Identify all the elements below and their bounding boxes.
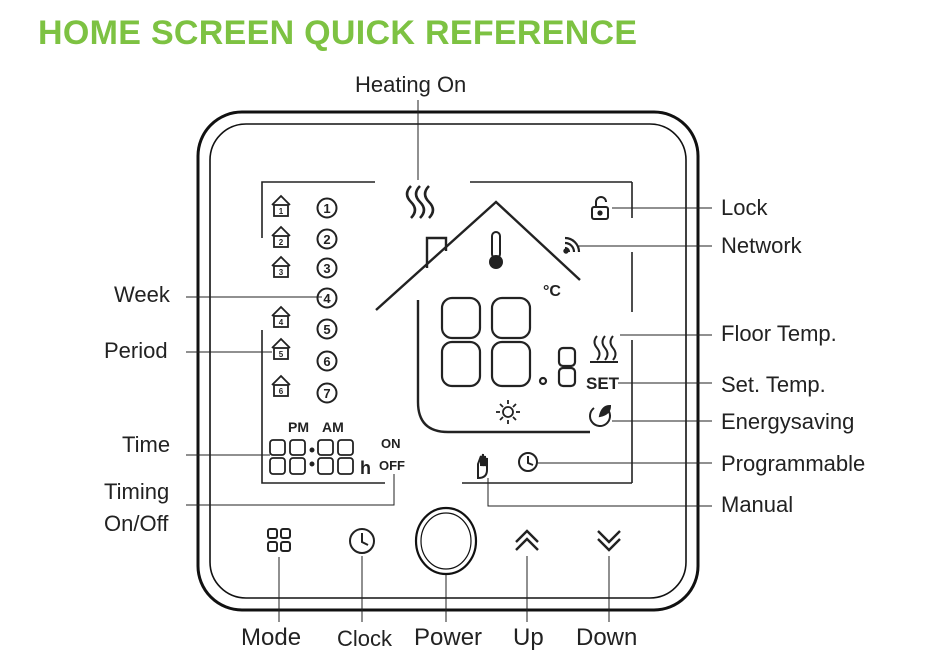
programmable-clock-icon	[518, 452, 538, 472]
label-programmable: Programmable	[721, 451, 866, 476]
period-3-icon: 3	[271, 255, 291, 278]
svg-text:4: 4	[323, 291, 331, 306]
set-label: SET	[586, 374, 620, 393]
up-button[interactable]	[515, 529, 539, 551]
label-time: Time	[122, 432, 171, 457]
manual-hand-icon	[477, 453, 488, 480]
thermometer-icon	[489, 231, 503, 269]
sun-icon	[496, 400, 520, 424]
label-clock: Clock	[337, 626, 393, 651]
period-5-icon: 5	[271, 337, 291, 360]
pm-label: PM	[288, 419, 309, 435]
label-set-temp: Set. Temp.	[721, 372, 826, 397]
am-label: AM	[322, 419, 344, 435]
power-button[interactable]	[414, 506, 478, 576]
day-3-icon: 3	[316, 257, 338, 279]
label-up: Up	[513, 624, 544, 651]
label-week: Week	[114, 282, 170, 307]
label-heating-on: Heating On	[355, 72, 467, 97]
device-outer-frame	[196, 110, 700, 612]
mode-button[interactable]	[267, 528, 291, 552]
heating-waves-icon	[405, 185, 435, 219]
svg-text:5: 5	[323, 322, 330, 337]
lock-icon	[591, 196, 609, 220]
lcd-frame	[261, 181, 633, 484]
day-number-list: 1 2 3 4 5 6 7	[316, 197, 338, 404]
clock-button[interactable]	[349, 528, 375, 554]
page-title: HOME SCREEN QUICK REFERENCE	[38, 14, 638, 52]
label-period: Period	[104, 338, 168, 363]
svg-text:4: 4	[279, 318, 284, 327]
day-2-icon: 2	[316, 228, 338, 250]
label-timing-line2: On/Off	[104, 511, 169, 536]
svg-text:3: 3	[279, 268, 284, 277]
label-down: Down	[576, 624, 638, 651]
label-timing-line1: Timing	[104, 479, 170, 504]
celsius-label: °C	[543, 283, 561, 300]
label-floor-temp: Floor Temp.	[721, 321, 837, 346]
down-button[interactable]	[597, 530, 621, 552]
label-lock: Lock	[721, 195, 768, 220]
svg-text:5: 5	[279, 350, 284, 359]
floor-heat-icon	[590, 335, 618, 363]
label-energysaving: Energysaving	[721, 409, 855, 434]
day-7-icon: 7	[316, 382, 338, 404]
on-label: ON	[381, 436, 401, 451]
svg-text:2: 2	[279, 238, 284, 247]
label-manual: Manual	[721, 492, 794, 517]
energysaving-icon	[589, 404, 612, 427]
label-mode: Mode	[241, 624, 302, 651]
house-outline-icon	[375, 200, 590, 434]
label-power: Power	[414, 624, 483, 651]
hour-unit: h	[360, 458, 371, 478]
label-network: Network	[721, 233, 802, 258]
day-4-icon: 4	[316, 287, 338, 309]
svg-text:1: 1	[279, 207, 284, 216]
day-5-icon: 5	[316, 318, 338, 340]
device-inner-frame	[209, 123, 687, 599]
svg-text:3: 3	[323, 261, 330, 276]
svg-text:1: 1	[323, 201, 330, 216]
temperature-digits	[440, 296, 577, 388]
svg-text:7: 7	[323, 386, 330, 401]
period-6-icon: 6	[271, 374, 291, 397]
svg-text:2: 2	[323, 232, 330, 247]
period-2-icon: 2	[271, 225, 291, 248]
svg-text:6: 6	[323, 354, 330, 369]
day-1-icon: 1	[316, 197, 338, 219]
network-icon	[563, 236, 581, 254]
period-4-icon: 4	[271, 305, 291, 328]
period-icon-list: 1 2 3 4 5 6	[271, 194, 291, 397]
time-digits	[269, 439, 354, 475]
off-label: OFF	[379, 458, 405, 473]
svg-text:6: 6	[279, 387, 284, 396]
leader-lines	[186, 100, 712, 622]
day-6-icon: 6	[316, 350, 338, 372]
period-1-icon: 1	[271, 194, 291, 217]
